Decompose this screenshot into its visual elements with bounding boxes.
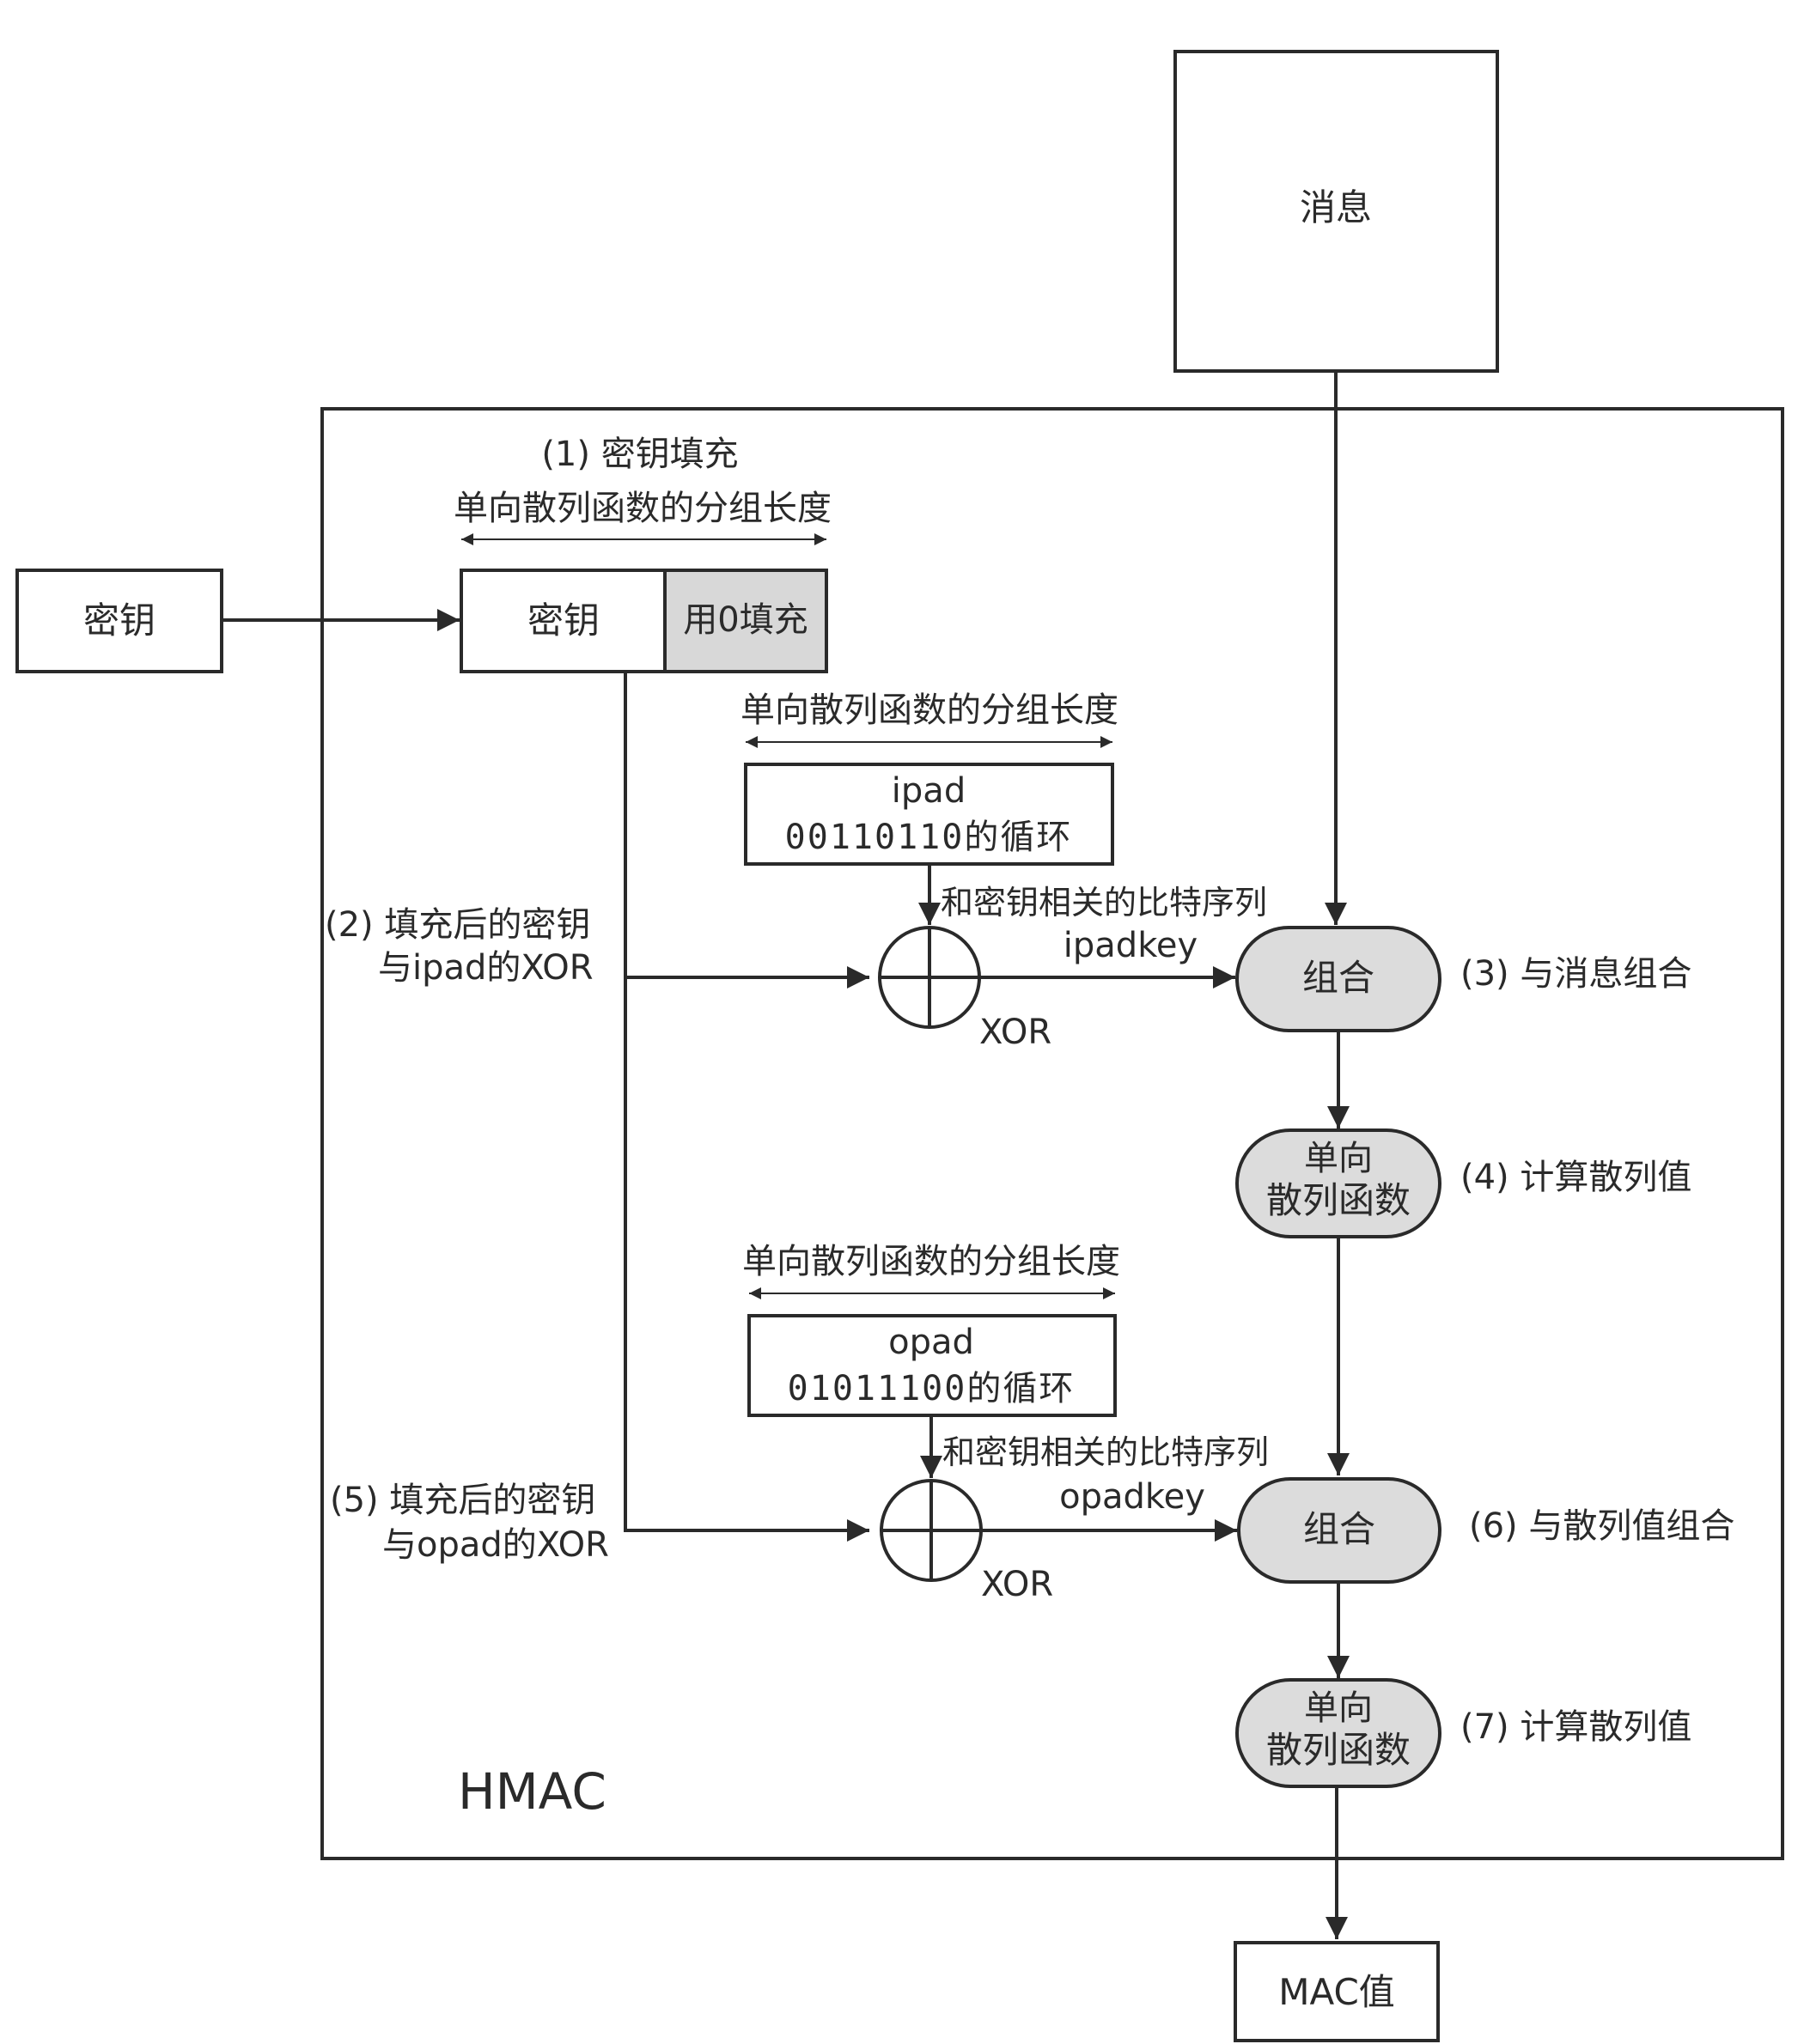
padded-key-to-opad-line <box>624 672 869 1542</box>
combine-step6-label: 组合 <box>1303 1508 1375 1550</box>
step1-block-length: 单向散列函数的分组长度 <box>454 489 832 528</box>
mac-output-box <box>1234 1941 1440 2042</box>
step1-title: (1) 密钥填充 <box>541 435 738 474</box>
ipad-name: ipad <box>892 771 966 811</box>
step3-label: (3) 与消息组合 <box>1460 954 1691 994</box>
message-label: 消息 <box>1300 186 1372 228</box>
step5-line1: (5) 填充后的密钥 <box>330 1481 595 1520</box>
step2-line2: 与ipad的XOR <box>378 948 594 988</box>
ipad-block-length: 单向散列函数的分组长度 <box>740 690 1118 730</box>
opad-key-bits-label: 和密钥相关的比特序列 <box>942 1433 1269 1471</box>
ipad-pattern: 00110110的循环 <box>785 818 1073 857</box>
ipad-xor-label: XOR <box>979 1013 1051 1052</box>
message-box <box>1173 50 1499 373</box>
step4-label: (4) 计算散列值 <box>1460 1158 1691 1197</box>
hash-step4-line2: 散列函数 <box>1266 1179 1411 1221</box>
step5-line2: 与opad的XOR <box>382 1525 609 1565</box>
opadkey-label: opadkey <box>1059 1477 1205 1517</box>
opad-block-length: 单向散列函数的分组长度 <box>742 1242 1120 1281</box>
ipadkey-label: ipadkey <box>1064 926 1198 965</box>
padded-key-label: 密钥 <box>527 599 600 642</box>
step6-label: (6) 与散列值组合 <box>1469 1506 1734 1546</box>
ipad-xor-icon <box>878 926 981 1029</box>
opad-pattern: 01011100的循环 <box>788 1369 1076 1408</box>
mac-output-label: MAC值 <box>1278 1971 1395 2013</box>
hash-step7-line1: 单向 <box>1304 1688 1373 1728</box>
key-input-label: 密钥 <box>83 599 155 642</box>
key-input-box <box>15 569 223 673</box>
hmac-label: HMAC <box>458 1762 606 1821</box>
hash-step7-line2: 散列函数 <box>1266 1729 1411 1771</box>
opad-xor-icon <box>880 1479 983 1582</box>
opad-xor-label: XOR <box>981 1565 1053 1604</box>
zero-pad-cell <box>663 569 828 673</box>
hash-step4-line1: 单向 <box>1304 1139 1373 1178</box>
combine-step3-label: 组合 <box>1302 957 1374 999</box>
padded-key-cell <box>460 569 667 673</box>
opad-name: opad <box>888 1323 974 1362</box>
ipad-key-bits-label: 和密钥相关的比特序列 <box>941 884 1267 922</box>
ipad-box <box>744 763 1114 866</box>
zero-pad-label: 用0填充 <box>683 600 808 640</box>
step2-line1: (2) 填充后的密钥 <box>325 905 590 945</box>
step7-label: (7) 计算散列值 <box>1460 1707 1691 1747</box>
